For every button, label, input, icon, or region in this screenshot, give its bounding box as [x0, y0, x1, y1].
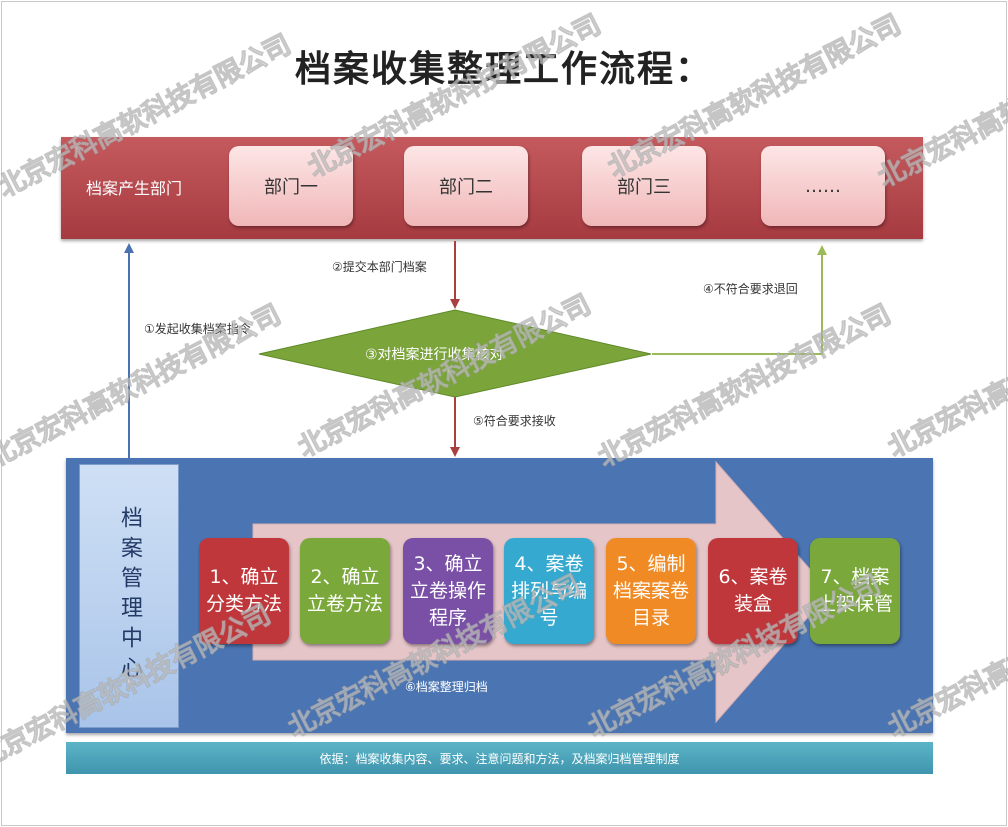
label-submit-archives: ②提交本部门档案: [332, 260, 427, 274]
department-box-3: 部门三: [582, 146, 706, 226]
step-7-text: 7、档案上架保管: [816, 566, 893, 615]
step-4-text: 4、案卷排列与编号: [510, 552, 587, 629]
label-return: ④不符合要求退回: [703, 282, 798, 296]
basis-band: 依据：档案收集内容、要求、注意问题和方法，及档案归档管理制度: [66, 742, 933, 774]
step-4-box: 4、案卷排列与编号: [504, 538, 594, 644]
label-accept: ⑤符合要求接收: [473, 414, 556, 428]
label-issue-instruction: ①发起收集档案指令: [144, 322, 251, 336]
step-7-box: 7、档案上架保管: [810, 538, 900, 644]
label-organize: ⑥档案整理归档: [405, 680, 488, 694]
archive-center-text: 档案管理中心: [117, 506, 142, 686]
step-6-box: 6、案卷装盒: [708, 538, 798, 644]
check-diamond: [258, 309, 652, 398]
step-3-text: 3、确立立卷操作程序: [409, 552, 486, 629]
department-box-4: ……: [761, 146, 885, 226]
step-6-text: 6、案卷装盒: [718, 566, 788, 615]
archive-center-label: 档案管理中心: [79, 464, 179, 728]
department-box-2: 部门二: [404, 146, 528, 226]
step-5-box: 5、编制档案案卷目录: [606, 538, 696, 644]
arrow-return: [652, 245, 827, 355]
step-1-box: 1、确立分类方法: [199, 538, 289, 644]
page-title: 档案收集整理工作流程：: [294, 48, 713, 90]
basis-text: 依据：档案收集内容、要求、注意问题和方法，及档案归档管理制度: [319, 751, 680, 766]
department-box-1: 部门一: [229, 146, 353, 226]
step-1-text: 1、确立分类方法: [205, 566, 282, 615]
step-3-box: 3、确立立卷操作程序: [403, 538, 493, 644]
label-check: ③对档案进行收集核对: [365, 347, 504, 363]
step-5-text: 5、编制档案案卷目录: [612, 552, 689, 629]
step-2-box: 2、确立立卷方法: [300, 538, 390, 644]
department-label: 档案产生部门: [86, 179, 183, 198]
step-2-text: 2、确立立卷方法: [306, 566, 383, 615]
